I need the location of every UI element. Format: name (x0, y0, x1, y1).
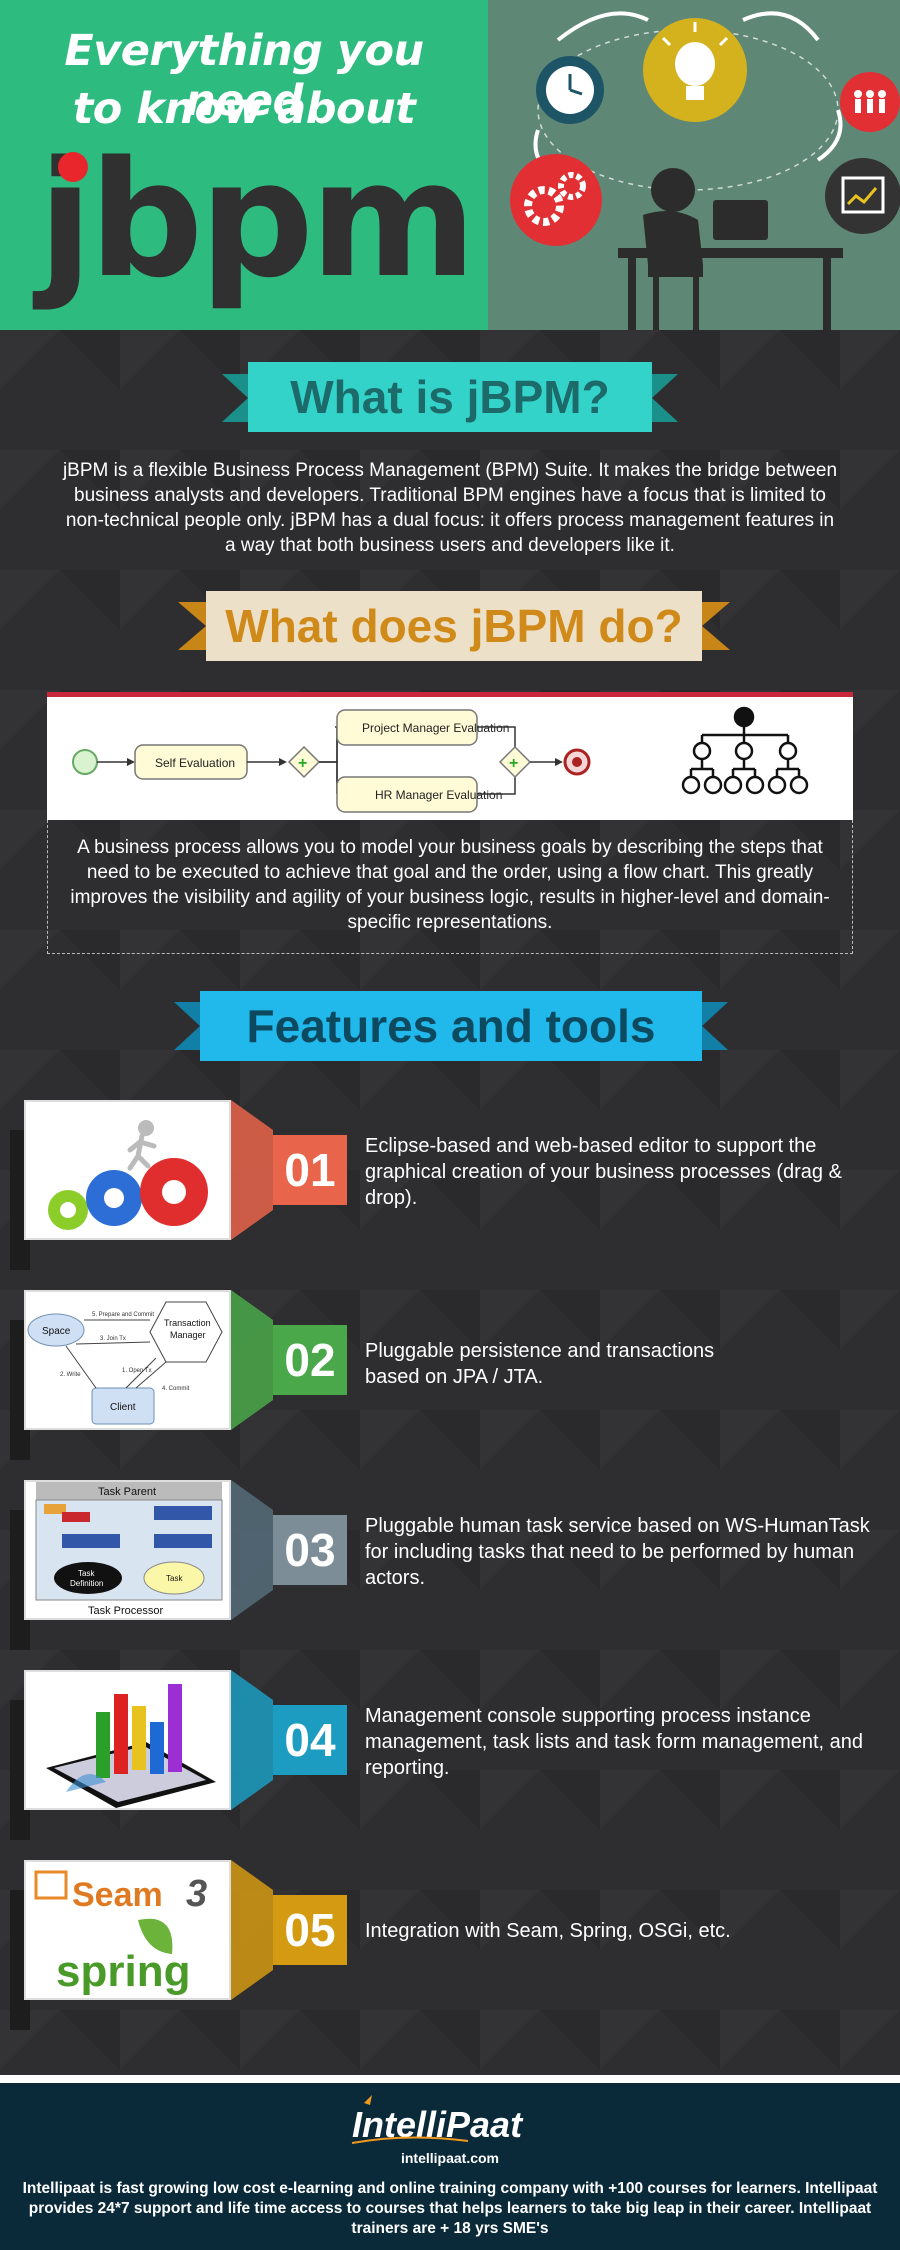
footer-description: Intellipaat is fast growing low cost e-l… (22, 2180, 878, 2237)
logo-flame-icon (364, 2095, 372, 2105)
split-gateway (287, 745, 321, 779)
task-definition-label-2: Definition (70, 1579, 103, 1588)
team-icon (840, 72, 900, 132)
ribbon-fold-right (702, 602, 730, 650)
seam-logo-number: 3 (186, 1873, 207, 1915)
what-is-description: jBPM is a flexible Business Process Mana… (62, 460, 838, 556)
ribbon-fold-left (178, 602, 206, 650)
tablet-bar-chart-icon (46, 1684, 216, 1808)
workflow-illustration (510, 11, 900, 330)
feature-5-text: Integration with Seam, Spring, OSGi, etc… (365, 1920, 731, 1942)
feature-4-arrow (231, 1670, 273, 1810)
what-is-title: What is jBPM? (290, 371, 610, 423)
feature-4-number: 04 (273, 1705, 347, 1775)
task-label: Task (166, 1574, 183, 1583)
feature-4-image (24, 1670, 231, 1810)
brand-dot (58, 152, 88, 182)
feature-3-image: Task Parent Task Definition Task Task Pr… (24, 1480, 231, 1620)
header-title-panel: Everything you need to know about jbpm (0, 0, 488, 330)
commit-label: 4. Commit (162, 1386, 190, 1392)
task-service-diagram: Task Parent Task Definition Task Task Pr… (35, 1482, 223, 1617)
feature-2-arrow (231, 1290, 273, 1430)
lightbulb-icon (643, 18, 747, 122)
seam-logo-icon (34, 1870, 68, 1900)
feature-5-number: 05 (273, 1895, 347, 1965)
feature-1-image (24, 1100, 231, 1240)
transaction-label: Transaction (164, 1318, 211, 1328)
task-parent-label: Task Parent (98, 1486, 156, 1498)
task-definition-label-1: Task (78, 1569, 95, 1578)
feature-2-text: Pluggable persistence and transactions b… (365, 1340, 715, 1388)
start-event (72, 749, 98, 775)
calendar-chart-icon (825, 158, 900, 234)
features-title: Features and tools (246, 1000, 656, 1052)
prepare-commit-label: 5. Prepare and Commit (92, 1312, 154, 1318)
section-title-what-is: What is jBPM? (248, 362, 652, 432)
self-evaluation-label: Self Evaluation (155, 756, 235, 770)
transaction-diagram: Space Transaction Manager Client 5. Prep… (27, 1301, 223, 1425)
feature-2-image: Space Transaction Manager Client 5. Prep… (24, 1290, 231, 1430)
header-illustration (488, 0, 900, 330)
what-do-description: A business process allows you to model y… (70, 837, 830, 933)
task-processor-label: Task Processor (88, 1605, 164, 1617)
ribbon-fold-left (222, 374, 248, 422)
feature-3-number: 03 (273, 1515, 347, 1585)
feature-2-number: 02 (273, 1325, 347, 1395)
feature-4-text: Management console supporting process in… (365, 1705, 864, 1779)
seam-spring-logos: Seam 3 spring (34, 1870, 207, 1996)
spring-leaf-icon (138, 1918, 173, 1954)
gears-climber-icon (48, 1120, 208, 1230)
footer-url[interactable]: intellipaat.com (400, 2150, 500, 2166)
join-gateway (498, 745, 532, 779)
feature-1-text: Eclipse-based and web-based editor to su… (365, 1135, 842, 1209)
open-tx-label: 1. Open Tx (122, 1368, 152, 1374)
ribbon-fold-right (652, 374, 678, 422)
feature-1-number: 01 (273, 1135, 347, 1205)
ribbon-fold-right (702, 1002, 728, 1050)
svg-text:+: + (298, 755, 307, 772)
hierarchy-icon (681, 706, 809, 795)
feature-5-image: Seam 3 spring (24, 1860, 231, 2000)
svg-text:+: + (509, 755, 518, 772)
feature-1-arrow (231, 1100, 273, 1240)
seam-logo-text: Seam (72, 1876, 163, 1914)
feature-3-text: Pluggable human task service based on WS… (365, 1515, 870, 1589)
project-manager-evaluation-label: Project Manager Evaluation (362, 721, 509, 735)
brand-wordmark: jbpm (38, 126, 477, 313)
footer: IntelliPaat intellipaat.com Intellipaat … (0, 2075, 900, 2250)
client-label: Client (110, 1402, 136, 1413)
what-do-description-box: A business process allows you to model y… (47, 820, 853, 954)
flow-chart: Self Evaluation + Project Manager Evalua… (72, 706, 809, 813)
title-line-1: Everything you need (64, 26, 424, 126)
space-label: Space (42, 1326, 71, 1337)
gears-icon (510, 154, 602, 246)
title-line-2: to know about (72, 84, 416, 134)
what-do-title: What does jBPM do? (225, 600, 683, 652)
spring-logo-text: spring (56, 1947, 190, 1996)
person-at-desk-icon (618, 168, 843, 330)
write-label: 2. Write (60, 1372, 81, 1378)
join-tx-label: 3. Join Tx (100, 1336, 126, 1342)
section-title-what-do: What does jBPM do? (206, 591, 702, 661)
intellipaat-logo: IntelliPaat (351, 2095, 524, 2145)
feature-5-arrow (231, 1860, 273, 2000)
feature-3-arrow (231, 1480, 273, 1620)
manager-label: Manager (170, 1330, 206, 1340)
ribbon-fold-left (174, 1002, 200, 1050)
section-title-features: Features and tools (200, 991, 702, 1061)
clock-icon (536, 56, 604, 124)
header: Everything you need to know about jbpm (0, 0, 900, 330)
process-flow-diagram: Self Evaluation + Project Manager Evalua… (47, 692, 853, 820)
hr-manager-evaluation-label: HR Manager Evaluation (375, 788, 502, 802)
